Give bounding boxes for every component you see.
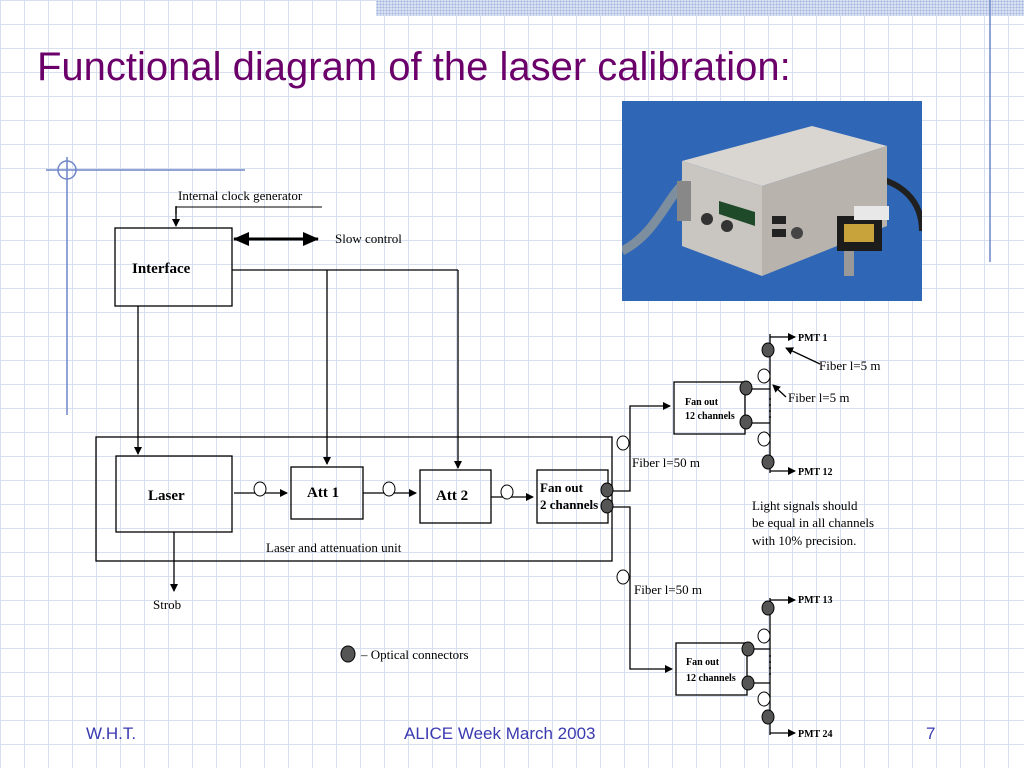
laser-attenuation-unit	[95, 436, 613, 562]
slow-control-label: Slow control	[335, 231, 402, 246]
footer-page-number: 7	[926, 724, 936, 743]
fiber-5-label-1: Fiber l=5 m	[819, 358, 881, 373]
pmt1-label: PMT 1	[798, 333, 828, 344]
fanout-12-lower-line1: Fan out	[686, 657, 720, 668]
internal-clock-label: Internal clock generator	[178, 188, 303, 203]
slide-title: Functional diagram of the laser calibrat…	[37, 45, 791, 89]
note-line1: Light signals should	[752, 498, 858, 513]
fanout-12-upper-line2: 12 channels	[685, 411, 735, 422]
fiber-50-upper-label: Fiber l=50 m	[632, 455, 700, 470]
unit-label: Laser and attenuation unit	[266, 540, 402, 555]
pmt13-label: PMT 13	[798, 595, 833, 606]
interface-box	[114, 227, 233, 307]
att1-label: Att 1	[307, 485, 339, 501]
interface-label: Interface	[132, 261, 191, 277]
pmt24-label: PMT 24	[798, 729, 833, 740]
header-dotted-band	[376, 0, 1024, 16]
fanout-2-label-line1: Fan out	[540, 480, 584, 495]
footer-author: W.H.T.	[86, 724, 137, 743]
legend-label: – Optical connectors	[360, 647, 469, 662]
fanout-12-lower-line2: 12 channels	[686, 673, 736, 684]
fiber-50-lower-label: Fiber l=50 m	[634, 582, 702, 597]
att2-label: Att 2	[436, 488, 468, 504]
pmt12-label: PMT 12	[798, 467, 833, 478]
note-line2: be equal in all channels	[752, 515, 874, 530]
footer-event: ALICE Week March 2003	[404, 724, 596, 743]
fanout-12-lower-box	[675, 642, 748, 696]
note-line3: with 10% precision.	[752, 533, 856, 548]
fanout-12-upper-line1: Fan out	[685, 397, 719, 408]
fanout-2-label-line2: 2 channels	[540, 497, 598, 512]
legend-connector-symbol	[340, 645, 356, 663]
fiber-5-label-2: Fiber l=5 m	[788, 390, 850, 405]
laser-device-photo	[619, 101, 925, 301]
laser-label: Laser	[148, 488, 185, 504]
fanout-12-upper-box	[673, 381, 746, 435]
strob-label: Strob	[153, 597, 181, 612]
